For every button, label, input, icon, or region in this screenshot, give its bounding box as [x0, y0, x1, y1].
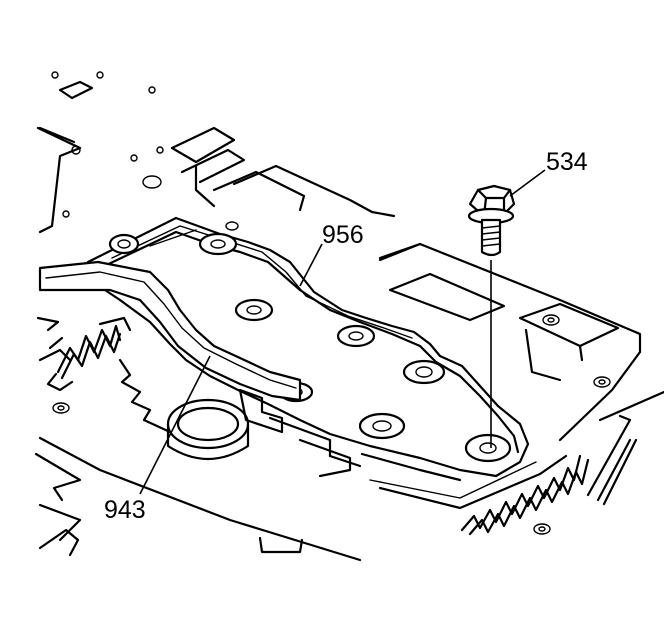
callout-534-label: 534 [546, 148, 588, 176]
seal-link [38, 260, 302, 402]
transmission-case [34, 71, 664, 562]
bolt [467, 184, 516, 448]
detent-spring [46, 316, 132, 392]
callout-943: 943 [104, 355, 211, 524]
callout-956-label: 956 [322, 221, 364, 249]
callout-534: 534 [509, 148, 588, 197]
valve-body [86, 175, 530, 482]
callout-943-label: 943 [104, 496, 146, 524]
coil-spring [369, 454, 590, 536]
callout-956: 956 [299, 221, 364, 287]
